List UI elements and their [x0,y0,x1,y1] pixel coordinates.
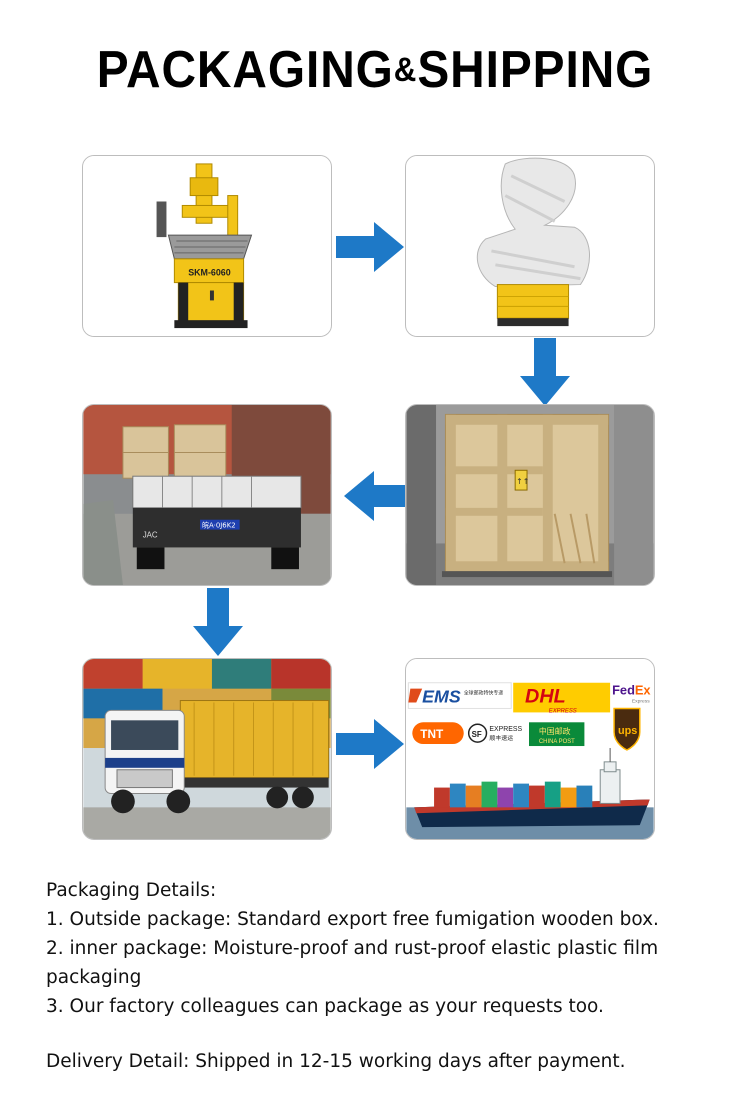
arrow-right-icon [336,222,404,272]
wooden-crate-image: ↑↑ [406,405,654,585]
title-packaging: PACKAGING [96,41,394,99]
sf-text: SF [472,730,482,739]
ems-text: EMS [422,687,461,707]
dhl-sub-text: EXPRESS [549,708,577,714]
film-wrapped-machine-image [406,156,654,336]
page-title: PACKAGING&SHIPPING [30,40,720,100]
cargo-ship-icon [406,748,654,839]
truck-brand: JAC [143,531,158,540]
cnc-machine-image: SKM-6060 [83,156,331,336]
fedex-sub-text: Express [632,699,650,705]
truck-loaded-image: 皖A·0J6K2 JAC [83,405,331,585]
crate-marks: ↑↑ [516,477,529,486]
details-heading: Packaging Details [46,880,210,901]
panel-film-wrapped [405,155,655,337]
machine-model-label: SKM-6060 [188,268,231,278]
title-ampersand: & [393,51,418,89]
china-post-logo-icon: 中国邮政 CHINA POST [529,722,585,747]
dhl-logo-icon: DHL EXPRESS [513,682,611,714]
tnt-logo-icon: TNT [412,722,464,745]
tnt-text: TNT [420,727,444,741]
panel-logistics: EMS 全球邮政特快专递 DHL EXPRESS Fed Ex Express … [405,658,655,840]
panel-cnc-machine: SKM-6060 [82,155,332,337]
dhl-text: DHL [525,686,566,708]
details-heading-colon: : [209,880,217,901]
container-truck-image [83,659,331,839]
delivery-label: Delivery Detail [46,1051,184,1072]
truck-plate: 皖A·0J6K2 [202,521,236,530]
details-item-3: 3. Our factory colleagues can package as… [46,996,604,1017]
ems-cn-text: 全球邮政特快专递 [464,690,504,697]
ups-logo-icon: ups [613,707,641,751]
arrow-left-icon [344,471,412,521]
sf-cn-text: 顺丰速运 [489,734,513,742]
fedex-fed-text: Fed [612,683,635,698]
details-item-2: 2. inner package: Moisture-proof and rus… [46,938,659,988]
arrow-down-icon-2 [193,588,243,656]
title-shipping: SHIPPING [417,41,654,99]
panel-truck-loaded: 皖A·0J6K2 JAC [82,404,332,586]
fedex-logo-icon: Fed Ex Express [612,683,651,705]
panel-wooden-crate: ↑↑ [405,404,655,586]
packaging-details: Packaging Details: 1. Outside package: S… [46,876,736,1021]
logistics-image: EMS 全球邮政特快专递 DHL EXPRESS Fed Ex Express … [406,659,654,839]
ups-text: ups [618,725,637,737]
fedex-ex-text: Ex [635,683,652,698]
china-post-cn-text: 中国邮政 [539,726,571,736]
sf-label-text: EXPRESS [489,726,522,733]
details-item-1: 1. Outside package: Standard export free… [46,909,659,930]
china-post-en-text: CHINA POST [539,739,575,745]
delivery-text: : Shipped in 12-15 working days after pa… [183,1051,626,1072]
panel-container-truck [82,658,332,840]
delivery-detail: Delivery Detail: Shipped in 12-15 workin… [46,1047,736,1076]
arrow-right-icon-2 [336,719,404,769]
arrow-down-icon [520,338,570,406]
ems-logo-icon: EMS 全球邮政特快专递 [407,682,512,709]
details-heading-line: Packaging Details: [46,876,736,905]
sf-express-logo-icon: SF EXPRESS 顺丰速运 [467,723,522,743]
